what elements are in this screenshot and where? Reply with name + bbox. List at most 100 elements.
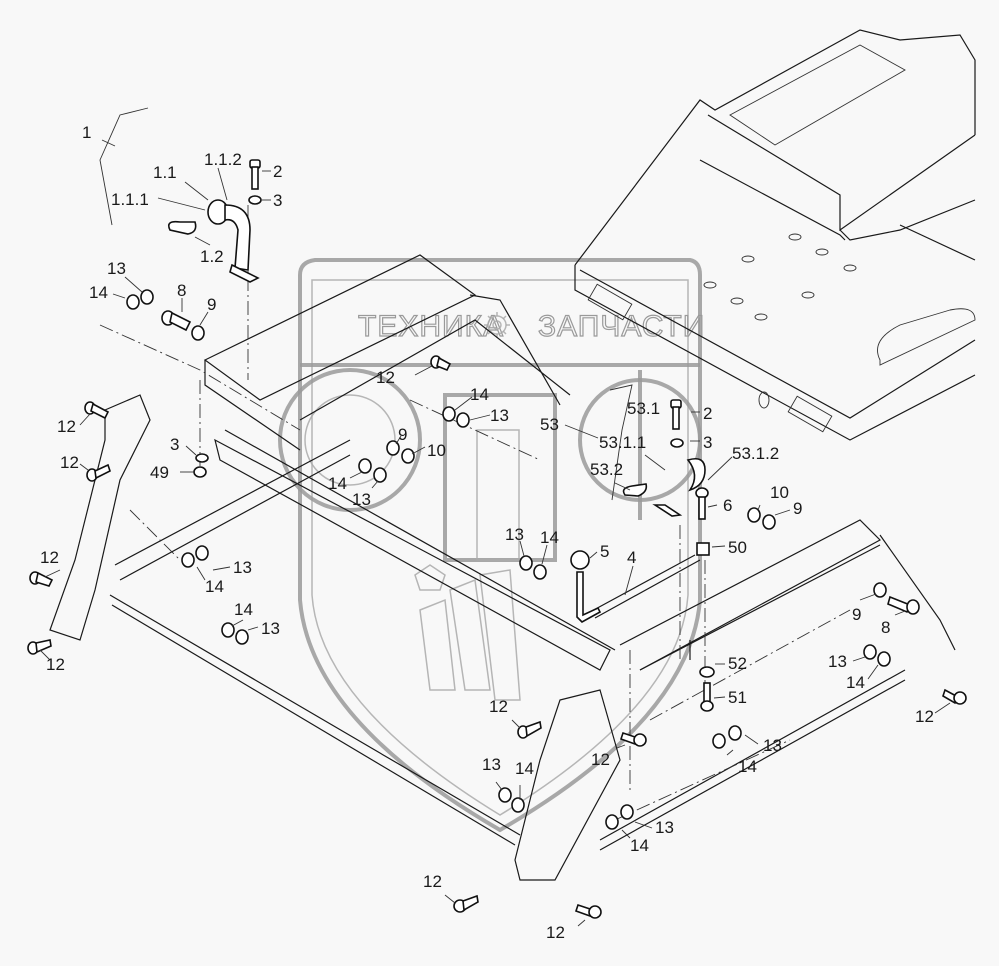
- knob-5-icon: [570, 550, 590, 570]
- callout-labels: 1 1.1.2 1.1 1.1.1 1.2 2 3 13 14 8 9 12 1…: [40, 123, 934, 942]
- bolt-12-icon: [574, 903, 602, 919]
- callout-12: 12: [46, 655, 65, 674]
- callout-51: 51: [728, 688, 747, 707]
- callout-12: 12: [546, 923, 565, 942]
- callout-9: 9: [852, 605, 861, 624]
- callout-53-1-2: 53.1.2: [732, 444, 779, 463]
- nut-13-icon: [235, 629, 249, 645]
- bolt-12-icon: [84, 401, 110, 420]
- callout-2: 2: [273, 162, 282, 181]
- callout-14: 14: [89, 283, 108, 302]
- callout-14: 14: [515, 759, 534, 778]
- bolt-12-icon: [86, 463, 111, 482]
- callout-13: 13: [352, 490, 371, 509]
- nut-10-icon: [747, 507, 761, 523]
- callout-2: 2: [703, 404, 712, 423]
- watermark: ТЕХНИКА ЗАПЧАСТИ: [278, 258, 705, 833]
- cap-49-icon: [193, 466, 207, 478]
- washer-3-icon: [670, 438, 684, 448]
- callout-4: 4: [627, 548, 636, 567]
- callout-14: 14: [630, 836, 649, 855]
- callout-13: 13: [261, 619, 280, 638]
- washer-14-icon: [181, 552, 195, 568]
- watermark-text-left: ТЕХНИКА: [358, 310, 504, 343]
- lever-4-icon: [576, 571, 602, 623]
- callout-49: 49: [150, 463, 169, 482]
- washer-14-icon: [712, 733, 726, 749]
- callout-53-1: 53.1: [627, 399, 660, 418]
- nut-13-icon: [728, 725, 742, 741]
- nut-13-icon: [195, 545, 209, 561]
- callout-13: 13: [107, 259, 126, 278]
- callout-52: 52: [728, 654, 747, 673]
- washer-3-icon: [195, 453, 209, 463]
- bolt-2-icon: [249, 159, 261, 190]
- nut-13-icon: [519, 555, 533, 571]
- callout-13: 13: [233, 558, 252, 577]
- callout-1-2: 1.2: [200, 247, 224, 266]
- washer-14-icon: [533, 564, 547, 580]
- callout-14: 14: [540, 528, 559, 547]
- bolt-12-icon: [942, 688, 967, 705]
- callout-14: 14: [738, 757, 757, 776]
- bolt-6-icon: [695, 487, 709, 520]
- callout-1-1-2: 1.1.2: [204, 150, 242, 169]
- washer-14-icon: [221, 622, 235, 638]
- clip-1-2-icon: [167, 220, 197, 235]
- washer-3-icon: [248, 195, 262, 205]
- callout-13: 13: [490, 406, 509, 425]
- callout-3: 3: [703, 433, 712, 452]
- bolt-2-icon: [670, 399, 682, 430]
- washer-14-icon: [442, 406, 456, 422]
- bolt-8-icon: [161, 310, 192, 332]
- bolt-12-icon: [27, 639, 52, 655]
- washer-14-icon: [126, 294, 140, 310]
- callout-13: 13: [763, 736, 782, 755]
- callout-1-1-1: 1.1.1: [111, 190, 149, 209]
- callout-6: 6: [723, 496, 732, 515]
- washer-9-icon: [762, 514, 776, 530]
- bolt-8-icon: [887, 595, 920, 615]
- callout-3: 3: [170, 435, 179, 454]
- frame: [49, 205, 956, 881]
- callout-8: 8: [177, 281, 186, 300]
- callout-14: 14: [846, 673, 865, 692]
- parts: [27, 159, 967, 919]
- washer-52-icon: [699, 666, 715, 678]
- callout-1: 1: [82, 123, 91, 142]
- callout-53: 53: [540, 415, 559, 434]
- washer-9-icon: [873, 582, 887, 598]
- callout-12: 12: [915, 707, 934, 726]
- cab-holes: [703, 233, 857, 409]
- washer-9-icon: [386, 440, 400, 456]
- callout-14: 14: [205, 577, 224, 596]
- callout-9: 9: [398, 425, 407, 444]
- nut-50-icon: [696, 542, 710, 556]
- bolt-12-icon: [29, 571, 54, 587]
- callout-13: 13: [828, 652, 847, 671]
- nut-13-icon: [456, 412, 470, 428]
- callout-53-1-1: 53.1.1: [599, 433, 646, 452]
- washer-9-icon: [191, 325, 205, 341]
- callout-12: 12: [591, 750, 610, 769]
- callout-1-1: 1.1: [153, 163, 177, 182]
- callout-14: 14: [234, 600, 253, 619]
- bolt-51-icon: [700, 682, 714, 712]
- nut-10-icon: [401, 448, 415, 464]
- handle-1-1-icon: [207, 199, 260, 283]
- washer-14-icon: [877, 651, 891, 667]
- bolt-12-icon: [453, 894, 479, 913]
- callout-14: 14: [328, 474, 347, 493]
- callout-9: 9: [793, 499, 802, 518]
- callout-9: 9: [207, 295, 216, 314]
- cab-body: [574, 29, 976, 441]
- callout-13: 13: [482, 755, 501, 774]
- washer-14-icon: [511, 797, 525, 813]
- callout-5: 5: [600, 542, 609, 561]
- nut-13-icon: [498, 787, 512, 803]
- callout-12: 12: [57, 417, 76, 436]
- callout-12: 12: [376, 368, 395, 387]
- callout-12: 12: [489, 697, 508, 716]
- bolt-12-icon: [517, 720, 542, 739]
- leader-lines: [39, 107, 951, 927]
